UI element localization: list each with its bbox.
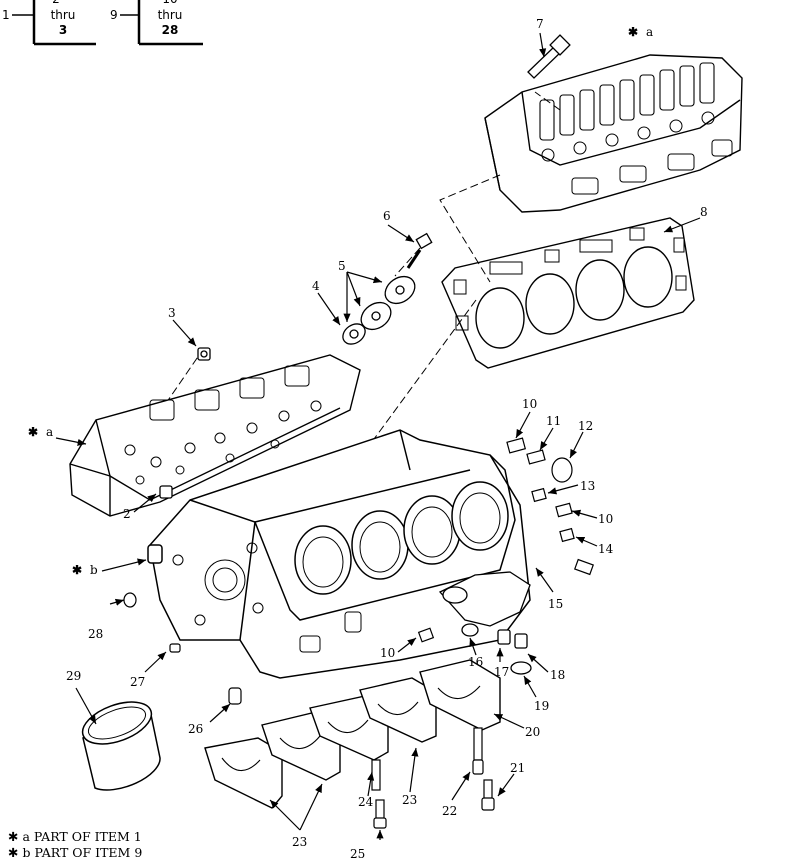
callout-7: 7: [536, 17, 544, 31]
callout-6: 6: [383, 209, 391, 223]
legend-text-b: PART OF ITEM 9: [34, 845, 143, 860]
callout-star-a-left: a: [46, 425, 53, 439]
tree-group2-bottom: 28: [162, 23, 179, 37]
callout-3: 3: [168, 306, 176, 320]
callout-26: 26: [188, 722, 203, 736]
callout-27: 27: [130, 675, 145, 689]
callout-labels: 7 ✱ a 8 6 5 4 3 ✱ a 2 ✱ b 28 27 29 26 10…: [28, 17, 708, 861]
callout-star-b: b: [90, 563, 98, 577]
leader-lines: [55, 32, 701, 840]
cap-bolts: [371, 727, 495, 829]
plugs-items-10-15: [417, 437, 594, 643]
star-icon: ✱: [72, 563, 82, 577]
tree-group2-parent: 9: [110, 8, 118, 22]
tree-group2-thru: thru: [158, 8, 183, 22]
callout-2: 2: [123, 507, 131, 521]
manifold-hardware-items-4-6: [342, 232, 433, 345]
callout-25: 25: [350, 847, 365, 861]
star-icon: ✱: [8, 829, 19, 844]
index-tree: 1 2 thru 3 9 10 thru 28: [2, 0, 203, 46]
legend-item-a: ✱ a PART OF ITEM 1: [8, 829, 142, 845]
callout-19: 19: [534, 699, 549, 713]
callout-28: 28: [88, 627, 103, 641]
legend-text-a: PART OF ITEM 1: [33, 829, 142, 844]
cylinder-head-left: [69, 354, 361, 517]
callout-10-a: 10: [522, 397, 537, 411]
callout-22: 22: [442, 804, 457, 818]
callout-14: 14: [598, 542, 614, 556]
callout-23-a: 23: [292, 835, 307, 849]
legend-item-b: ✱ b PART OF ITEM 9: [8, 845, 142, 861]
main-bearing-caps: [204, 659, 501, 809]
bolt-item-7: [527, 34, 571, 79]
star-icon: ✱: [28, 425, 38, 439]
legend-letter-a: a: [22, 829, 30, 844]
head-gasket-item-8: [441, 217, 695, 369]
cylinder-liner-item-29: [81, 701, 161, 791]
engine-block: [147, 429, 531, 679]
callout-13: 13: [580, 479, 595, 493]
tree-group2-top: 10: [162, 0, 177, 6]
tree-root-number: 1: [2, 8, 10, 22]
callout-20: 20: [525, 725, 540, 739]
cylinder-head-right: [484, 54, 743, 213]
callout-16: 16: [468, 655, 483, 669]
star-icon: ✱: [8, 845, 19, 860]
callout-23-b: 23: [402, 793, 417, 807]
callout-12: 12: [578, 419, 593, 433]
callout-17: 17: [494, 665, 509, 679]
callout-5: 5: [338, 259, 346, 273]
tree-group1-bottom: 3: [59, 23, 67, 37]
small-parts-items-26-28: [123, 592, 242, 705]
callout-8: 8: [700, 205, 708, 219]
callout-10-c: 10: [380, 646, 395, 660]
callout-15: 15: [548, 597, 563, 611]
studs-items-2-3: [159, 347, 211, 499]
callout-4: 4: [312, 279, 320, 293]
star-icon: ✱: [628, 25, 638, 39]
callout-11: 11: [546, 414, 561, 428]
oil-filter-adapter: [438, 571, 532, 675]
tree-group1-thru: thru: [51, 8, 76, 22]
legend-letter-b: b: [22, 845, 31, 860]
callout-18: 18: [550, 668, 565, 682]
callout-24: 24: [358, 795, 374, 809]
callout-29: 29: [66, 669, 81, 683]
callout-star-a-head: a: [646, 25, 653, 39]
callout-10-b: 10: [598, 512, 613, 526]
callout-21: 21: [510, 761, 525, 775]
tree-group1-top: 2: [52, 0, 60, 6]
